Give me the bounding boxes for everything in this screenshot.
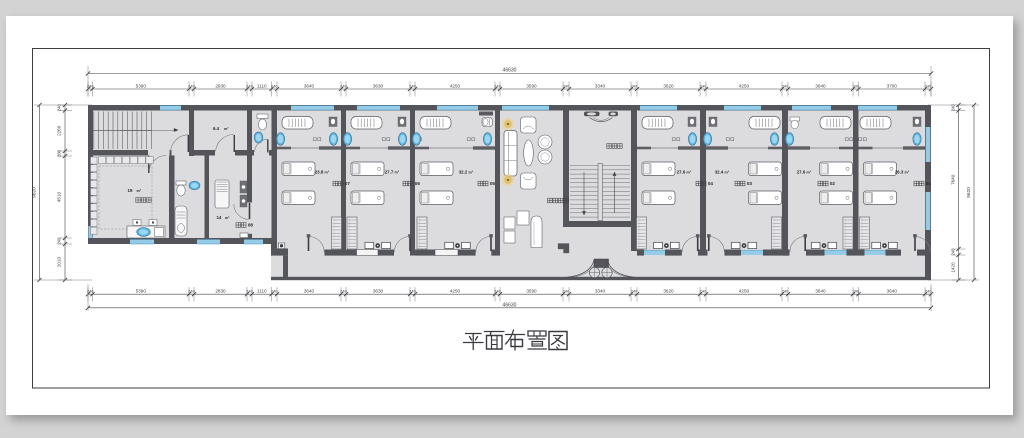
svg-text:240: 240 bbox=[951, 248, 956, 256]
svg-text:3640: 3640 bbox=[304, 83, 315, 88]
svg-text:32.2: 32.2 bbox=[459, 170, 468, 175]
svg-text:240: 240 bbox=[494, 83, 501, 88]
svg-text:27.6: 27.6 bbox=[797, 170, 806, 175]
svg-text:240: 240 bbox=[782, 83, 789, 88]
svg-text:240: 240 bbox=[852, 289, 859, 294]
svg-text:240: 240 bbox=[340, 83, 347, 88]
svg-text:3620: 3620 bbox=[663, 289, 674, 294]
svg-text:2830: 2830 bbox=[215, 289, 226, 294]
svg-text:240: 240 bbox=[494, 289, 501, 294]
svg-text:1110: 1110 bbox=[257, 83, 267, 88]
svg-text:m²: m² bbox=[687, 171, 692, 175]
svg-text:280: 280 bbox=[57, 149, 62, 157]
svg-text:3700: 3700 bbox=[887, 83, 898, 88]
svg-text:2010: 2010 bbox=[57, 256, 62, 267]
svg-text:m²: m² bbox=[905, 171, 910, 175]
svg-text:4250: 4250 bbox=[739, 83, 750, 88]
svg-text:3630: 3630 bbox=[373, 289, 384, 294]
svg-text:07: 07 bbox=[345, 181, 351, 186]
svg-text:240: 240 bbox=[925, 83, 932, 88]
svg-text:32.4: 32.4 bbox=[715, 170, 724, 175]
svg-text:2930: 2930 bbox=[215, 83, 226, 88]
svg-text:46630: 46630 bbox=[503, 302, 517, 308]
svg-text:240: 240 bbox=[852, 83, 859, 88]
svg-text:3640: 3640 bbox=[815, 83, 826, 88]
svg-text:05: 05 bbox=[490, 181, 496, 186]
svg-text:4250: 4250 bbox=[450, 83, 461, 88]
svg-text:240: 240 bbox=[409, 289, 416, 294]
svg-text:5390: 5390 bbox=[136, 83, 147, 88]
svg-text:240: 240 bbox=[246, 83, 253, 88]
svg-text:240: 240 bbox=[409, 83, 416, 88]
svg-text:02: 02 bbox=[830, 181, 836, 186]
svg-text:3640: 3640 bbox=[304, 289, 315, 294]
svg-text:240: 240 bbox=[782, 289, 789, 294]
svg-text:23.8: 23.8 bbox=[315, 170, 324, 175]
svg-text:240: 240 bbox=[57, 104, 62, 112]
svg-text:4250: 4250 bbox=[450, 289, 461, 294]
svg-text:240: 240 bbox=[87, 83, 94, 88]
svg-text:5390: 5390 bbox=[136, 289, 147, 294]
svg-text:9620: 9620 bbox=[32, 187, 38, 198]
svg-text:240: 240 bbox=[87, 289, 94, 294]
svg-text:3590: 3590 bbox=[526, 83, 537, 88]
svg-text:m²: m² bbox=[224, 127, 229, 131]
svg-text:240: 240 bbox=[563, 83, 570, 88]
svg-text:m²: m² bbox=[725, 171, 730, 175]
svg-text:240: 240 bbox=[925, 289, 932, 294]
svg-text:m²: m² bbox=[807, 171, 812, 175]
svg-text:240: 240 bbox=[563, 289, 570, 294]
svg-text:6.4: 6.4 bbox=[213, 126, 220, 131]
svg-text:46630: 46630 bbox=[503, 68, 517, 74]
svg-text:9620: 9620 bbox=[966, 187, 972, 198]
svg-text:4510: 4510 bbox=[57, 191, 62, 202]
svg-text:3340: 3340 bbox=[595, 83, 606, 88]
svg-text:27.7: 27.7 bbox=[385, 170, 394, 175]
svg-text:240: 240 bbox=[700, 289, 707, 294]
svg-text:7640: 7640 bbox=[951, 174, 956, 185]
svg-text:240: 240 bbox=[631, 289, 638, 294]
svg-text:240: 240 bbox=[57, 237, 62, 245]
svg-text:03: 03 bbox=[747, 181, 753, 186]
svg-text:240: 240 bbox=[188, 83, 195, 88]
svg-text:240: 240 bbox=[246, 289, 253, 294]
svg-text:m²: m² bbox=[395, 171, 400, 175]
svg-text:06: 06 bbox=[415, 181, 421, 186]
svg-text:08: 08 bbox=[248, 223, 254, 228]
svg-text:3340: 3340 bbox=[595, 289, 606, 294]
svg-text:3640: 3640 bbox=[887, 289, 898, 294]
svg-text:1420: 1420 bbox=[951, 262, 956, 273]
svg-text:14: 14 bbox=[217, 215, 222, 220]
svg-text:m²: m² bbox=[137, 189, 142, 193]
svg-text:27.6: 27.6 bbox=[677, 170, 686, 175]
svg-text:m²: m² bbox=[325, 171, 330, 175]
svg-text:19: 19 bbox=[128, 188, 133, 193]
svg-text:240: 240 bbox=[631, 83, 638, 88]
svg-text:3640: 3640 bbox=[815, 289, 826, 294]
svg-text:26.3: 26.3 bbox=[895, 170, 904, 175]
svg-text:3620: 3620 bbox=[663, 83, 674, 88]
svg-text:240: 240 bbox=[340, 289, 347, 294]
svg-text:2260: 2260 bbox=[57, 125, 62, 136]
svg-text:240: 240 bbox=[188, 289, 195, 294]
svg-text:240: 240 bbox=[271, 83, 278, 88]
svg-text:240: 240 bbox=[700, 83, 707, 88]
svg-text:3590: 3590 bbox=[526, 289, 537, 294]
svg-text:m²: m² bbox=[225, 216, 230, 220]
svg-text:4250: 4250 bbox=[739, 289, 750, 294]
svg-text:m²: m² bbox=[469, 171, 474, 175]
svg-text:01: 01 bbox=[926, 181, 932, 186]
svg-text:3630: 3630 bbox=[373, 83, 384, 88]
svg-text:240: 240 bbox=[951, 104, 956, 112]
svg-text:240: 240 bbox=[271, 289, 278, 294]
svg-text:04: 04 bbox=[708, 181, 714, 186]
svg-text:1110: 1110 bbox=[257, 289, 267, 294]
